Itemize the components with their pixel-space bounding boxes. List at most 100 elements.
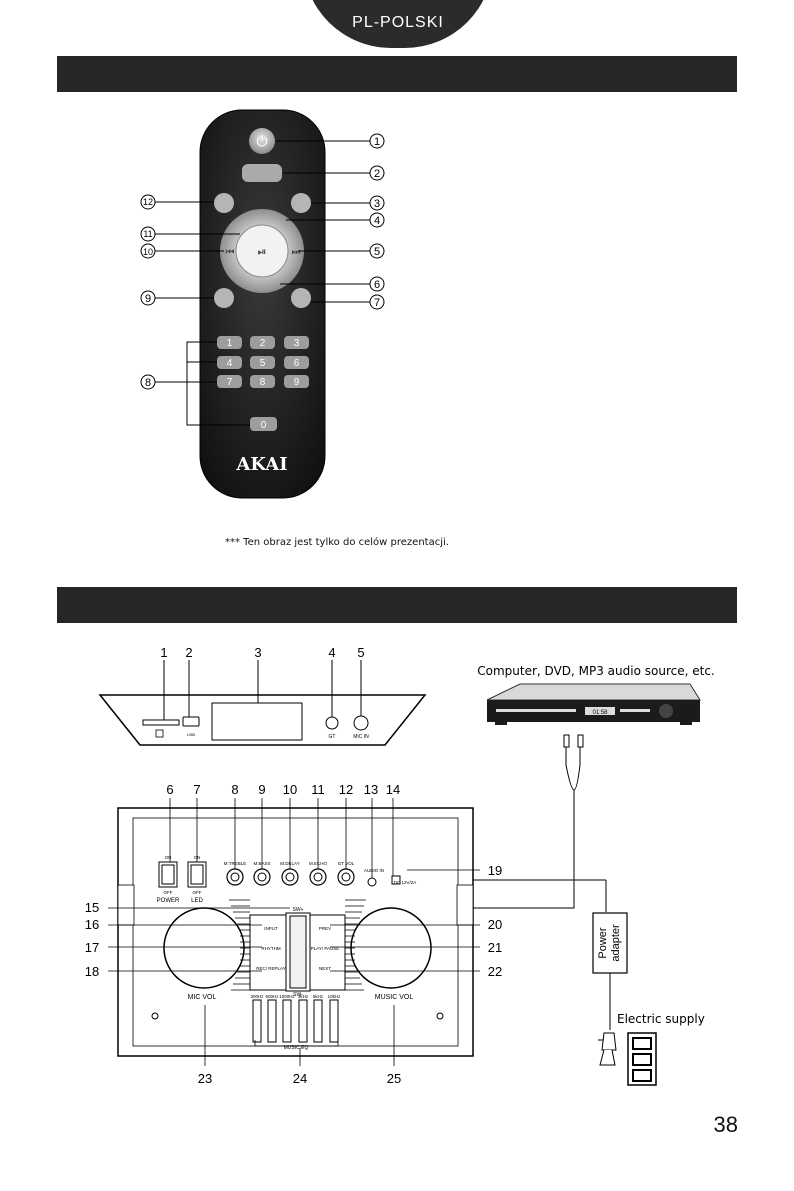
disclaimer-note: *** Ten obraz jest tylko do celów prezen… <box>225 537 449 548</box>
mic-in-label: MIC IN <box>353 734 369 740</box>
gt-jack[interactable] <box>325 716 339 730</box>
digit-key-2[interactable] <box>250 336 275 349</box>
callout: 18 <box>85 964 99 979</box>
callout: 12 <box>339 782 353 797</box>
audio-in-label: AUDIO IN <box>364 868 384 873</box>
power-icon: ⏻ <box>256 133 267 149</box>
switch-off-label: OFF <box>164 890 173 895</box>
digit-key-label: 9 <box>294 377 300 388</box>
callout: 14 <box>386 782 400 797</box>
input-label: INPUT <box>264 926 278 931</box>
callout: 3 <box>254 645 261 660</box>
plug <box>598 1032 617 1066</box>
callout: 24 <box>293 1071 307 1086</box>
eq-band-label: 10kHz <box>328 994 342 999</box>
callout: 5 <box>374 246 380 258</box>
remote-callout-numbers: 1 2 3 4 5 6 7 8 9 10 11 12 <box>140 133 385 390</box>
remote-callout-lines <box>155 140 370 426</box>
speaker-ribs <box>229 899 366 991</box>
mode-button[interactable] <box>242 164 282 182</box>
callout: 13 <box>364 782 378 797</box>
digit-key-label: 5 <box>260 358 266 369</box>
digit-key-label: 3 <box>294 338 300 349</box>
digit-key-5[interactable] <box>250 356 275 369</box>
digit-key-4[interactable] <box>217 356 242 369</box>
digit-key-9[interactable] <box>284 375 309 388</box>
music-vol-label: MUSIC VOL <box>375 994 414 1001</box>
speaker-numbers: 6 7 8 9 10 11 12 13 14 15 16 17 18 19 20… <box>85 782 502 1086</box>
digit-key-6[interactable] <box>284 356 309 369</box>
power-button[interactable] <box>249 128 275 154</box>
mic-vol-label: MIC VOL <box>188 994 217 1001</box>
source-caption: Computer, DVD, MP3 audio source, etc. <box>477 664 714 678</box>
callout: 16 <box>85 917 99 932</box>
callout: 3 <box>374 198 380 210</box>
section-bar-connections <box>57 587 737 623</box>
dvd-display: 01:58 <box>592 710 608 716</box>
callout: 10 <box>143 247 153 257</box>
play-pause-button[interactable] <box>235 224 289 278</box>
play-pause-label: PLAY/ PAUSE <box>311 946 340 951</box>
callout: 23 <box>198 1071 212 1086</box>
dvd-player: 01:58 <box>486 683 701 725</box>
adapter-label-2: adapter <box>610 924 622 962</box>
rec-replay-label: REC/ REPLAY <box>256 966 285 971</box>
music-eq-label: MUSIC EQ <box>284 1045 309 1051</box>
next-label: NEXT <box>319 966 331 971</box>
eq-band-label: 5kHz <box>313 994 324 999</box>
callout: 19 <box>488 863 502 878</box>
dc-label: DC 12V/2A <box>394 880 417 885</box>
prev-icon: ⏮ <box>226 247 235 258</box>
remote-control: ⏻ ⏯ ⏮ ⏭ 1 2 3 4 5 6 7 8 <box>199 109 326 499</box>
callout: 11 <box>143 229 152 239</box>
callout: 12 <box>143 197 153 207</box>
eq-band-label: 3kHz <box>298 994 309 999</box>
callout: 4 <box>374 215 380 227</box>
usb-label: USB <box>187 732 196 737</box>
eq-band-label: 500Hz <box>265 994 279 999</box>
digit-key-8[interactable] <box>250 375 275 388</box>
section-bar-remote <box>57 56 737 92</box>
digit-key-0[interactable] <box>250 417 277 431</box>
callout: 8 <box>231 782 238 797</box>
callout: 7 <box>193 782 200 797</box>
digit-key-label: 2 <box>260 338 266 349</box>
callout: 1 <box>374 136 380 148</box>
next-icon: ⏭ <box>292 247 301 258</box>
power-adapter: Power adapter <box>592 880 628 1030</box>
digit-key-label: 0 <box>261 420 267 431</box>
gt-label: GT <box>329 734 336 740</box>
button-12[interactable] <box>214 193 234 213</box>
adapter-label-1: Power <box>597 927 609 959</box>
digit-key-3[interactable] <box>284 336 309 349</box>
callout: 11 <box>311 782 325 797</box>
callout: 25 <box>387 1071 401 1086</box>
digit-key-label: 7 <box>227 377 233 388</box>
callout: 6 <box>166 782 173 797</box>
digit-key-7[interactable] <box>217 375 242 388</box>
rhythm-label: RHYTHM <box>261 946 280 951</box>
sw-minus-label: SW- <box>293 992 303 998</box>
speaker-callout-lines <box>108 798 480 1066</box>
top-panel: USB GT MIC IN <box>98 660 427 746</box>
callout: 8 <box>145 377 151 389</box>
button-9[interactable] <box>214 288 234 308</box>
callout: 22 <box>488 964 502 979</box>
callout: 15 <box>85 900 99 915</box>
digit-key-1[interactable] <box>217 336 242 349</box>
callout: 17 <box>85 940 99 955</box>
wall-socket <box>627 1032 657 1086</box>
button-3[interactable] <box>291 193 311 213</box>
digit-key-label: 1 <box>227 338 233 349</box>
callout: 7 <box>374 297 380 309</box>
callout: 10 <box>283 782 297 797</box>
supply-caption: Electric supply <box>617 1012 705 1026</box>
button-7[interactable] <box>291 288 311 308</box>
speaker-panel <box>117 807 474 1057</box>
callout: 2 <box>374 168 380 180</box>
callout: 5 <box>357 645 364 660</box>
digit-key-label: 4 <box>227 358 233 369</box>
mic-in-jack[interactable] <box>353 715 369 731</box>
switch-off-label: OFF <box>193 890 202 895</box>
